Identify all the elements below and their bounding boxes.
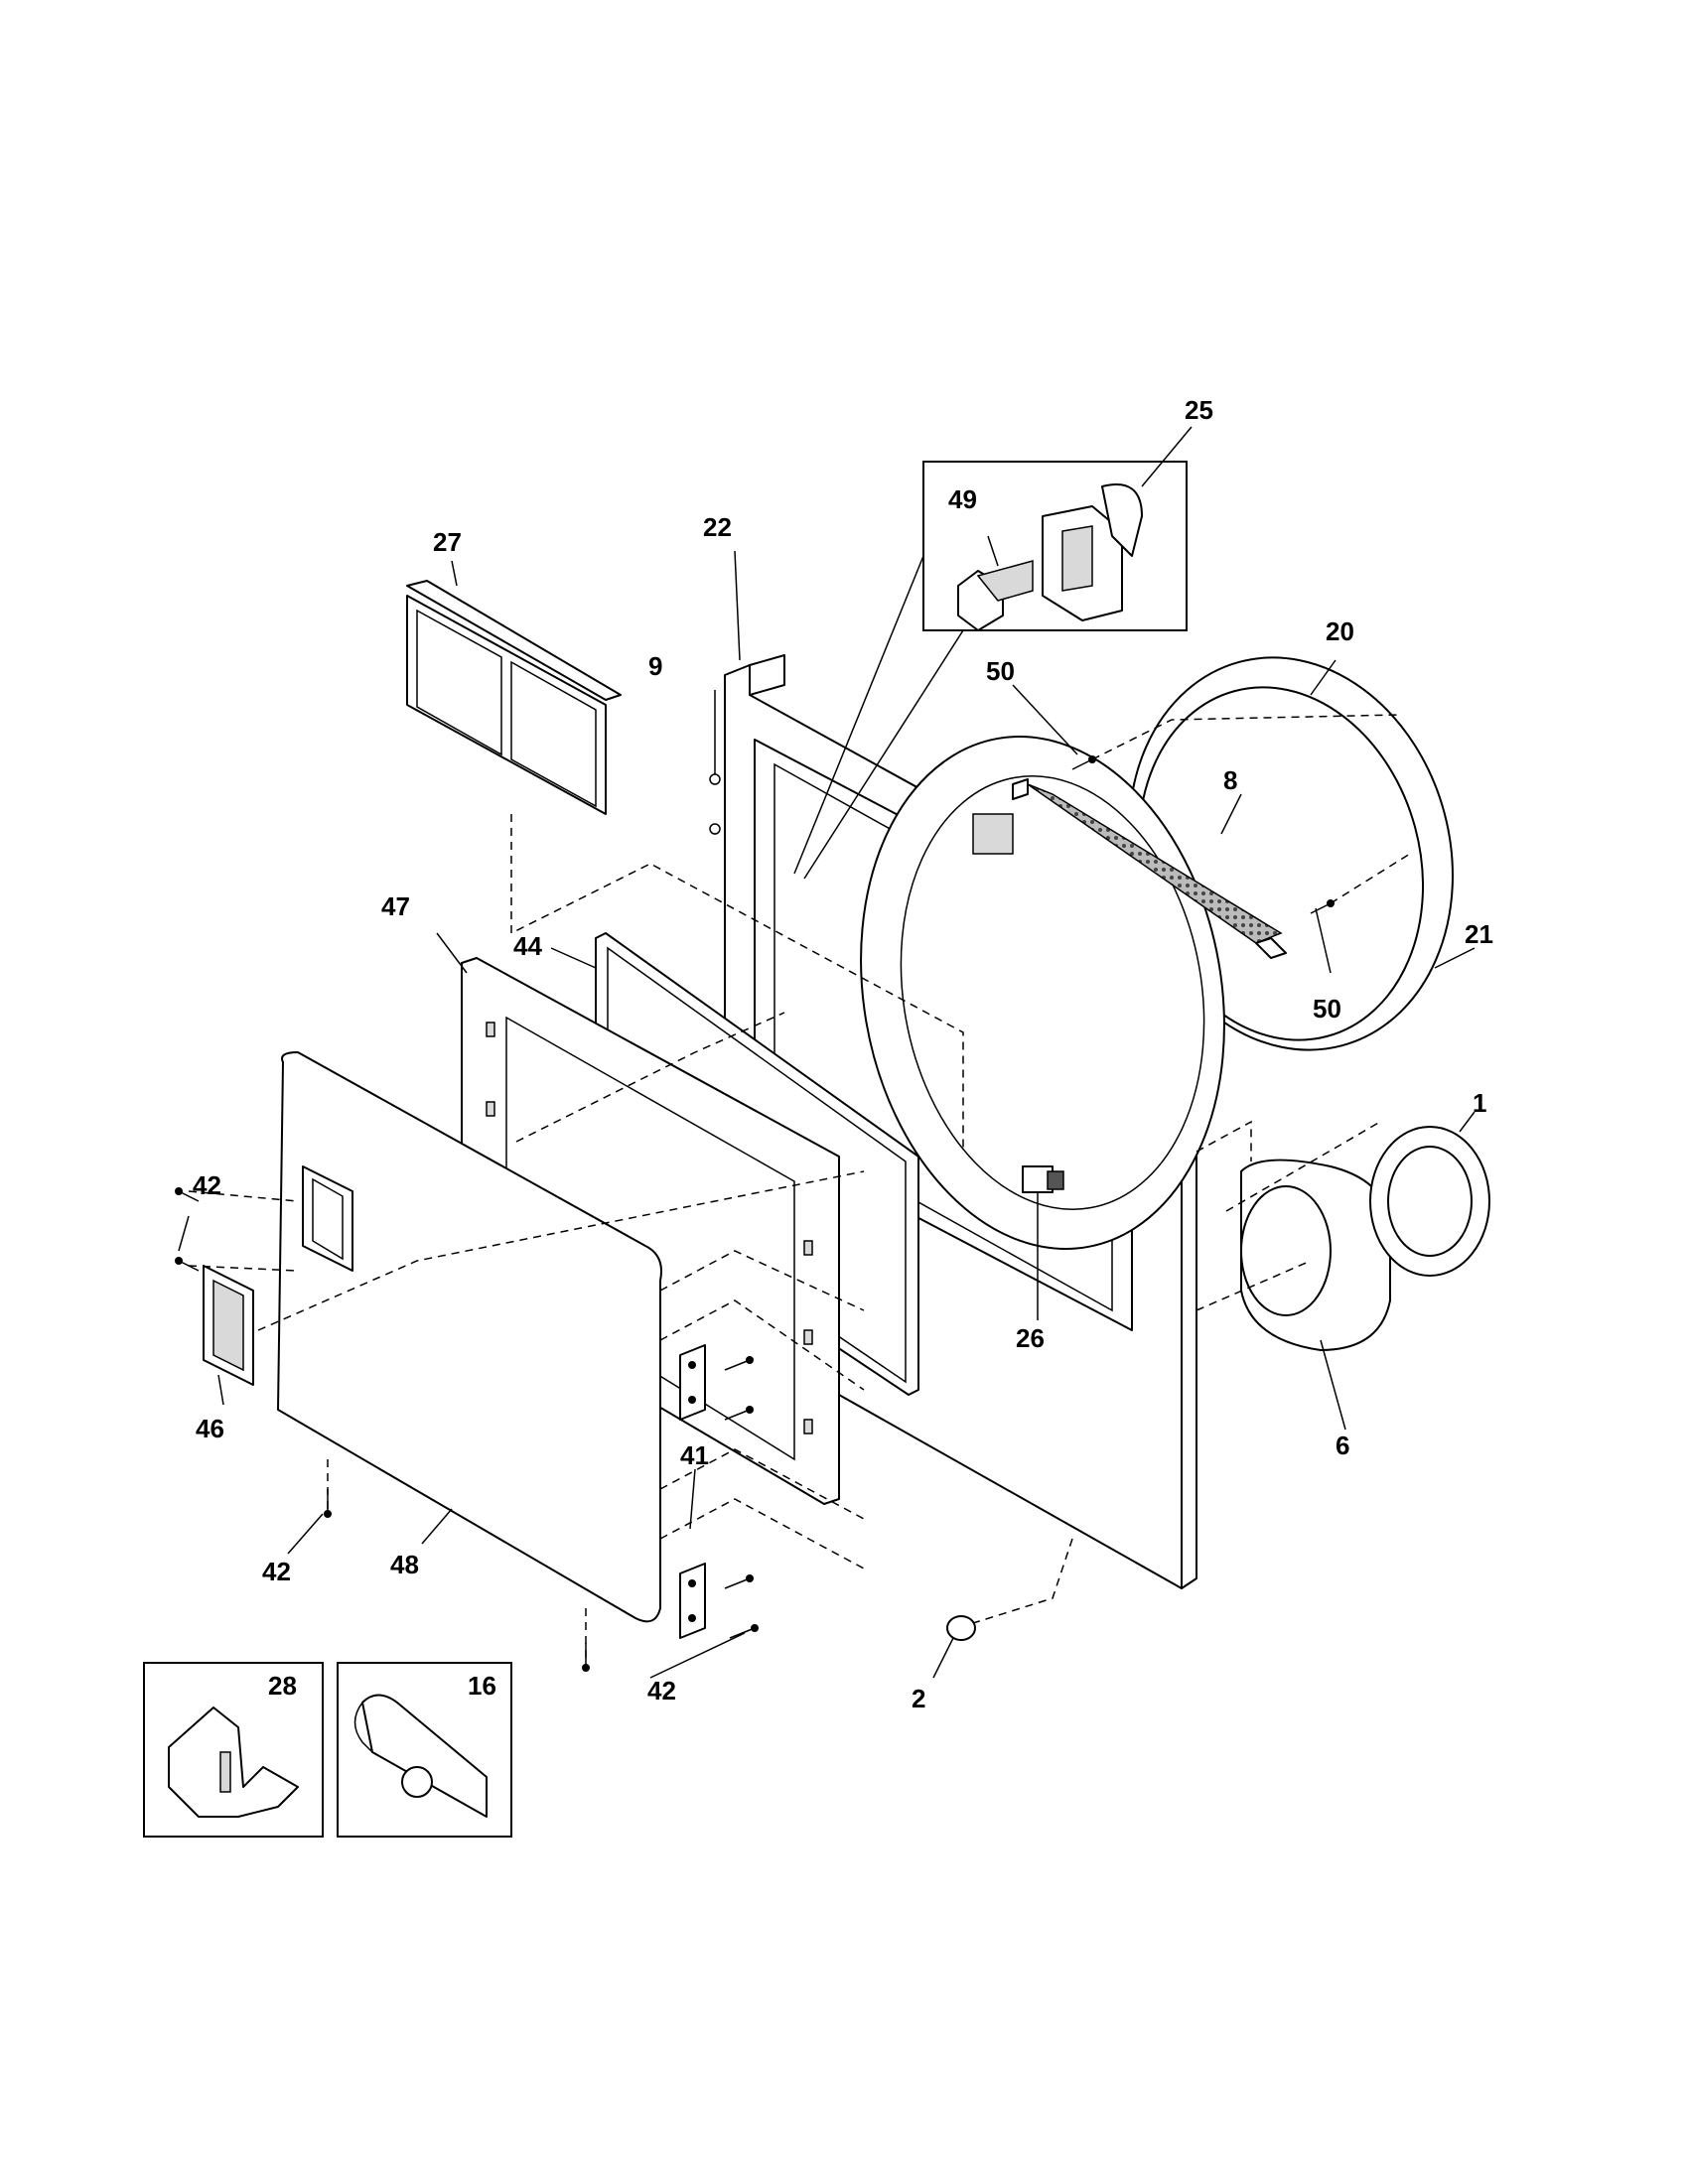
outer-door-part-48 bbox=[277, 1051, 662, 1623]
callout-leaders bbox=[178, 426, 1476, 1679]
callout-28: 28 bbox=[268, 1671, 297, 1701]
inset-box-part-16 bbox=[337, 1662, 512, 1838]
drum-bulkhead bbox=[860, 736, 1225, 1250]
duct-ring-part-1 bbox=[1369, 1126, 1490, 1277]
callout-25: 25 bbox=[1185, 395, 1213, 425]
callout-26: 26 bbox=[1016, 1323, 1045, 1353]
callout-16: 16 bbox=[468, 1671, 496, 1701]
callout-2: 2 bbox=[912, 1684, 925, 1713]
door-hinge-lower-part-41 bbox=[679, 1563, 706, 1639]
lint-screen-part-8 bbox=[1012, 778, 1287, 959]
callout-48: 48 bbox=[390, 1550, 419, 1579]
callout-6: 6 bbox=[1336, 1431, 1349, 1460]
assembly-lines bbox=[188, 714, 1411, 1668]
door-handle-part-46 bbox=[203, 1265, 254, 1386]
callout-46: 46 bbox=[196, 1414, 224, 1443]
callout-47: 47 bbox=[381, 891, 410, 921]
callout-27: 27 bbox=[433, 527, 462, 557]
callout-42-left: 42 bbox=[193, 1170, 221, 1200]
callout-21: 21 bbox=[1465, 919, 1493, 949]
callout-8: 8 bbox=[1223, 765, 1237, 795]
callout-20: 20 bbox=[1326, 616, 1354, 646]
callout-41: 41 bbox=[680, 1440, 709, 1470]
exhaust-duct-part-6 bbox=[1240, 1159, 1391, 1351]
callout-42-bottom-left: 42 bbox=[262, 1557, 291, 1586]
inset-box-part-28 bbox=[143, 1662, 324, 1838]
inset-box-door-catch bbox=[793, 461, 1188, 880]
callout-49: 49 bbox=[948, 484, 977, 514]
callout-labels: 1 2 6 8 9 16 20 21 22 25 26 27 28 41 42 … bbox=[193, 395, 1493, 1713]
callout-50-right: 50 bbox=[1313, 994, 1341, 1024]
callout-42-bottom: 42 bbox=[647, 1676, 676, 1706]
callout-1: 1 bbox=[1473, 1088, 1486, 1118]
callout-44: 44 bbox=[513, 931, 542, 961]
callout-50-upper: 50 bbox=[986, 656, 1015, 686]
callout-22: 22 bbox=[703, 512, 732, 542]
door-switch-part-26 bbox=[1022, 1165, 1064, 1193]
leveling-foot-part-2 bbox=[946, 1615, 976, 1641]
lint-filter-part-27 bbox=[406, 580, 622, 815]
door-hinge-upper-part-41 bbox=[679, 1344, 706, 1421]
callout-9: 9 bbox=[648, 651, 662, 681]
